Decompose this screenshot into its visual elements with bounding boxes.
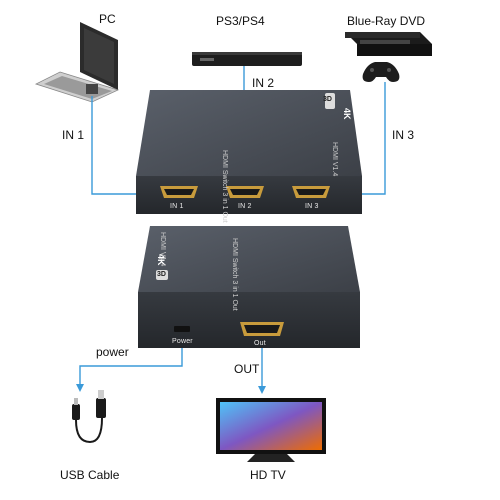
ps-label: PS3/PS4 (216, 14, 265, 28)
port-power-label: Power (172, 338, 193, 345)
power-label: power (96, 345, 129, 359)
port-out-label: Out (254, 340, 266, 347)
device-name-top: HDMI Switch 3 in 1 Out (221, 150, 228, 223)
port-in1-label: IN 1 (170, 203, 184, 210)
port-in3-label: IN 3 (305, 203, 319, 210)
device-badge-top: 3D (323, 96, 332, 103)
device-version-top: HDMI V1.4 (331, 142, 338, 177)
hd-tv-icon (216, 398, 326, 462)
switch-device-rear (138, 226, 360, 348)
in3-label: IN 3 (392, 128, 415, 142)
usb-cable-icon (72, 390, 106, 444)
bluray-label: Blue-Ray DVD (347, 14, 426, 28)
port-in2-label: IN 2 (238, 203, 252, 210)
device-resolution-rear: 4K (156, 254, 166, 266)
bluray-console-icon (345, 32, 432, 82)
in2-label: IN 2 (252, 76, 275, 90)
device-resolution-top: 4K (342, 108, 352, 120)
device-badge-rear: 3D (157, 271, 166, 278)
hd-tv-label: HD TV (250, 468, 286, 482)
switch-device-front (136, 90, 362, 214)
device-name-rear: HDMI Switch 3 in 1 Out (231, 238, 238, 311)
in1-label: IN 1 (62, 128, 85, 142)
pc-label: PC (99, 12, 116, 26)
out-label: OUT (234, 362, 260, 376)
ps-console-icon (192, 52, 302, 66)
usb-cable-label: USB Cable (60, 468, 120, 482)
pc-laptop-icon (34, 22, 120, 103)
